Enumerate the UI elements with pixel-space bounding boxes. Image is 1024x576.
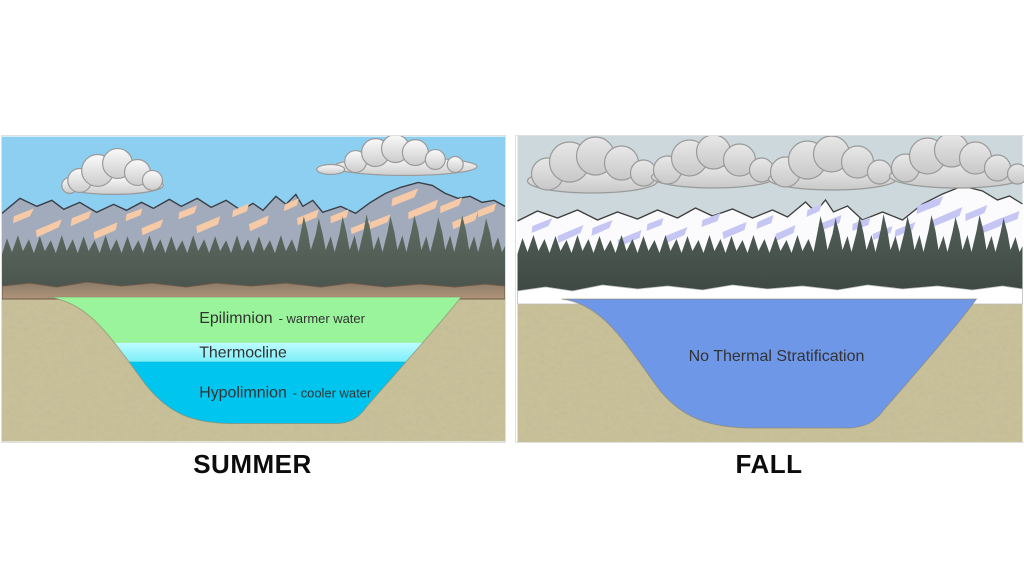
thermocline-layer (47, 342, 462, 362)
summer-shoreline (2, 281, 505, 300)
summer-scene: Epilimnion- warmer water Thermocline Hyp… (2, 136, 505, 442)
summer-panel: Epilimnion- warmer water Thermocline Hyp… (1, 135, 506, 443)
hypolimnion-label: Hypolimnion- cooler water (199, 385, 372, 402)
summer-cloud-left (61, 147, 164, 195)
fall-season-title: FALL (735, 449, 803, 479)
fall-clouds (526, 136, 1024, 194)
summer-trees (2, 214, 505, 294)
fall-scene: No Thermal Stratification (517, 136, 1024, 442)
fall-lake-label: No Thermal Stratification (689, 348, 865, 365)
summer-snow-highlights (12, 188, 497, 240)
epilimnion-layer (47, 296, 462, 343)
summer-basin-outline (47, 296, 463, 424)
summer-ridge-line (2, 181, 505, 215)
thermocline-label: Thermocline (199, 345, 287, 362)
fall-trees (517, 214, 1023, 296)
summer-cloud-right (316, 136, 478, 177)
fall-panel: No Thermal Stratification (515, 135, 1024, 443)
summer-season-title: SUMMER (193, 449, 312, 479)
fall-ridge-line (517, 185, 1023, 222)
fall-snow-shading (531, 196, 1020, 247)
epilimnion-label: Epilimnion- warmer water (199, 310, 365, 327)
fall-basin-outline (561, 298, 978, 429)
